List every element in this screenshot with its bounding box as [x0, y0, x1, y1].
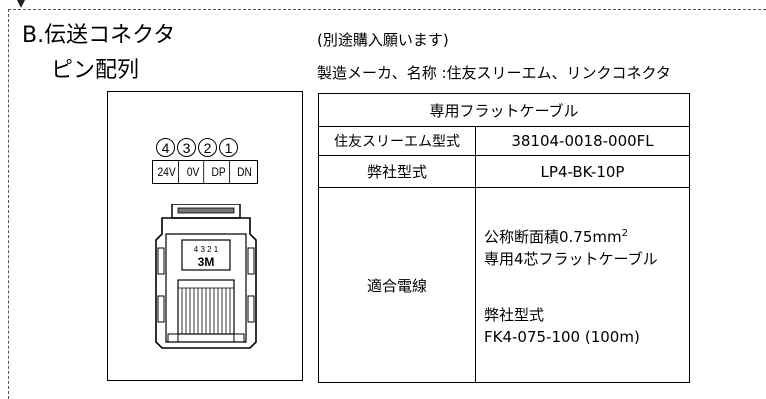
- manufacturer-note: 製造メーカ、名称 :住友スリーエム、リンクコネクタ: [317, 64, 671, 82]
- pin-number-row: 4 3 2 1: [156, 138, 240, 157]
- our-model-value: LP4-BK-10P: [474, 155, 691, 188]
- sumitomo-model-label: 住友スリーエム型式: [318, 126, 476, 156]
- pin-signal-dn: DN: [237, 165, 252, 179]
- section-subtitle: ピン配列: [51, 58, 140, 83]
- compatible-wire-label: 適合電線: [318, 187, 476, 383]
- wire-our-model-label: 弊社型式: [484, 305, 545, 324]
- wire-cross-section: 公称断面積0.75mm2: [484, 227, 628, 246]
- section-title: B.伝送コネクタ: [22, 23, 176, 48]
- pin-number-1: 1: [219, 138, 238, 157]
- wire-our-model-value: FK4-075-100 (100m): [484, 327, 640, 346]
- arrow-down-icon: [17, 0, 25, 8]
- purchase-note: (別途購入願います): [317, 31, 449, 49]
- pin-diagram-panel: 4 3 2 1 24V 0V DP DN 4 3 2 1 3M: [107, 91, 303, 381]
- dashed-border-top: [8, 9, 766, 10]
- pin-number-2: 2: [198, 138, 217, 157]
- pin-signal-0v: 0V: [183, 161, 205, 183]
- connector-pin-numbers: 4 3 2 1: [194, 245, 219, 254]
- pin-signal-dp: DP: [208, 161, 231, 183]
- pin-number-3: 3: [177, 138, 196, 157]
- 3m-logo: 3M: [198, 255, 215, 269]
- connector-illustration: 4 3 2 1 3M: [155, 204, 257, 349]
- pin-signal-row: 24V 0V DP DN: [152, 160, 258, 184]
- sumitomo-model-value: 38104-0018-000FL: [474, 126, 691, 156]
- flat-cable-spec-table: 専用フラットケーブル 住友スリーエム型式 38104-0018-000FL 弊社…: [317, 93, 691, 383]
- pin-signal-24v: 24V: [155, 161, 179, 183]
- pin-number-4: 4: [156, 138, 175, 157]
- dashed-border-left: [8, 9, 9, 399]
- wire-cable-type: 専用4芯フラットケーブル: [484, 249, 658, 268]
- compatible-wire-details: 公称断面積0.75mm2 専用4芯フラットケーブル 弊社型式 FK4-075-1…: [474, 187, 691, 383]
- table-header: 専用フラットケーブル: [317, 93, 691, 127]
- wire-cross-section-superscript: 2: [621, 227, 628, 239]
- our-model-label: 弊社型式: [318, 155, 476, 188]
